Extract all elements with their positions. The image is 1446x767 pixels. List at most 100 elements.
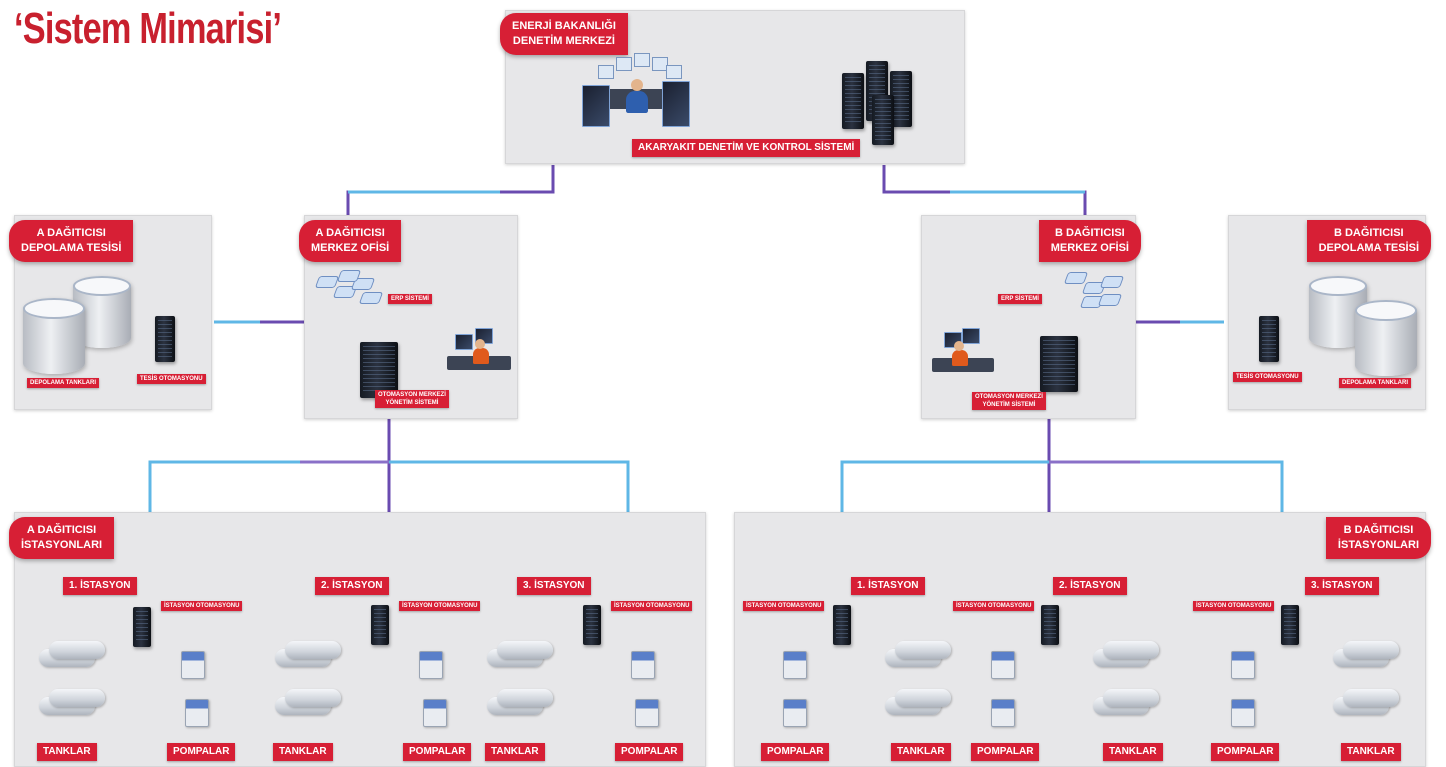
a-storage-tab-line-2: DEPOLAMA TESİSİ xyxy=(21,242,122,254)
b-stations-tab-line-2: İSTASYONLARI xyxy=(1337,539,1419,551)
station-automation-server-icon xyxy=(371,605,389,645)
fuel-control-system-label: AKARYAKIT DENETİM VE KONTROL SİSTEMİ xyxy=(632,139,861,157)
a-station-1-pumps-label: POMPALAR xyxy=(167,743,236,761)
b-stations-panel: B DAĞITICISI İSTASYONLARI 1. İSTASYON İS… xyxy=(734,512,1431,767)
pump-icon xyxy=(1231,699,1255,727)
operator-head-icon xyxy=(475,339,485,349)
b-station-1-pumps-label: POMPALAR xyxy=(761,743,830,761)
a-station-3-pumps-label: POMPALAR xyxy=(615,743,684,761)
b-stations-tab: B DAĞITICISI İSTASYONLARI xyxy=(1325,517,1431,559)
a-station-2-label: 2. İSTASYON xyxy=(315,577,389,595)
tank-icon xyxy=(285,689,341,707)
b-storage-tab-line-1: B DAĞITICISI xyxy=(1333,227,1404,239)
b-management-server-icon xyxy=(1040,336,1078,392)
a-facility-automation-label: TESİS OTOMASYONU xyxy=(137,374,206,384)
a-management-label: OTOMASYON MERKEZİ YÖNETİM SİSTEMİ xyxy=(375,390,449,408)
b-station-2-tanks-label: TANKLAR xyxy=(1103,743,1163,761)
ministry-tab-line-2: DENETİM MERKEZİ xyxy=(512,35,615,47)
b-erp-label: ERP SİSTEMİ xyxy=(998,294,1042,304)
a-station-1-tanks-label: TANKLAR xyxy=(37,743,97,761)
erp-device-icon xyxy=(1099,276,1125,288)
tank-icon xyxy=(285,641,341,659)
tank-icon xyxy=(1343,689,1399,707)
b-station-1-label: 1. İSTASYON xyxy=(851,577,925,595)
screen-icon xyxy=(652,57,668,71)
a-stations-tab: A DAĞITICISI İSTASYONLARI xyxy=(9,517,115,559)
b-station-1-tanks-label: TANKLAR xyxy=(891,743,951,761)
tank-icon xyxy=(895,641,951,659)
monitor-icon xyxy=(962,328,980,344)
a-station-3-automation-label: İSTASYON OTOMASYONU xyxy=(611,601,693,611)
erp-device-icon xyxy=(1097,294,1123,306)
a-stations-tab-line-2: İSTASYONLARI xyxy=(21,539,103,551)
station-automation-server-icon xyxy=(1281,605,1299,645)
b-storage-tab: B DAĞITICISI DEPOLAMA TESİSİ xyxy=(1306,220,1431,262)
b-station-3-tanks-label: TANKLAR xyxy=(1341,743,1401,761)
tank-icon xyxy=(49,689,105,707)
a-station-2-tanks-label: TANKLAR xyxy=(273,743,333,761)
tank-icon xyxy=(1343,641,1399,659)
server-icon xyxy=(890,71,912,127)
pump-icon xyxy=(419,651,443,679)
operator-icon xyxy=(473,348,489,364)
tank-icon xyxy=(895,689,951,707)
a-stations-panel: A DAĞITICISI İSTASYONLARI 1. İSTASYON İS… xyxy=(9,512,706,767)
pump-icon xyxy=(631,651,655,679)
storage-tank-icon xyxy=(1355,300,1417,376)
storage-tank-icon xyxy=(23,298,85,374)
pump-icon xyxy=(783,699,807,727)
server-icon xyxy=(842,73,864,129)
b-management-label-line-1: OTOMASYON MERKEZİ xyxy=(975,394,1043,400)
ministry-tab: ENERJİ BAKANLIĞI DENETİM MERKEZİ xyxy=(500,13,628,55)
pump-icon xyxy=(783,651,807,679)
tank-icon xyxy=(497,641,553,659)
screen-icon xyxy=(616,57,632,71)
tank-icon xyxy=(49,641,105,659)
b-storage-tab-line-2: DEPOLAMA TESİSİ xyxy=(1318,242,1419,254)
a-stations-tab-line-1: A DAĞITICISI xyxy=(26,524,97,536)
tank-icon xyxy=(497,689,553,707)
a-storage-tanks-label: DEPOLAMA TANKLARI xyxy=(27,378,99,388)
station-automation-server-icon xyxy=(133,607,151,647)
monitor-icon xyxy=(582,85,610,127)
b-office-panel: B DAĞITICISI MERKEZ OFİSİ ERP SİSTEMİ OT… xyxy=(921,215,1141,419)
b-management-label-line-2: YÖNETİM SİSTEMİ xyxy=(982,402,1036,408)
b-station-3-label: 3. İSTASYON xyxy=(1305,577,1379,595)
facility-automation-server-icon xyxy=(155,316,175,362)
b-stations-tab-line-1: B DAĞITICISI xyxy=(1343,524,1414,536)
pump-icon xyxy=(181,651,205,679)
b-facility-automation-label: TESİS OTOMASYONU xyxy=(1233,372,1302,382)
station-automation-server-icon xyxy=(1041,605,1059,645)
screen-icon xyxy=(598,65,614,79)
a-management-server-icon xyxy=(360,342,398,398)
station-automation-server-icon xyxy=(833,605,851,645)
screen-icon xyxy=(666,65,682,79)
a-erp-label: ERP SİSTEMİ xyxy=(388,294,432,304)
a-station-2-pumps-label: POMPALAR xyxy=(403,743,472,761)
link-center-to-b-office xyxy=(882,165,1087,215)
b-office-tab-line-2: MERKEZ OFİSİ xyxy=(1050,242,1129,254)
operator-icon xyxy=(626,91,648,113)
pump-icon xyxy=(423,699,447,727)
operator-icon xyxy=(952,350,968,366)
pump-icon xyxy=(185,699,209,727)
b-station-3-automation-label: İSTASYON OTOMASYONU xyxy=(1193,601,1275,611)
page-title: ‘Sistem Mimarisi’ xyxy=(14,4,282,53)
monitor-icon xyxy=(455,334,473,350)
ministry-tab-line-1: ENERJİ BAKANLIĞI xyxy=(512,20,616,32)
a-station-1-label: 1. İSTASYON xyxy=(63,577,137,595)
pump-icon xyxy=(991,699,1015,727)
a-storage-tab: A DAĞITICISI DEPOLAMA TESİSİ xyxy=(9,220,134,262)
b-station-2-automation-label: İSTASYON OTOMASYONU xyxy=(953,601,1035,611)
b-storage-panel: B DAĞITICISI DEPOLAMA TESİSİ TESİS OTOMA… xyxy=(1228,215,1431,410)
a-office-tab-line-2: MERKEZ OFİSİ xyxy=(311,242,390,254)
ministry-panel: ENERJİ BAKANLIĞI DENETİM MERKEZİ AKARYAK… xyxy=(500,10,965,164)
b-office-tab-line-1: B DAĞITICISI xyxy=(1055,227,1125,239)
b-station-2-label: 2. İSTASYON xyxy=(1053,577,1127,595)
monitor-icon xyxy=(662,81,690,127)
a-office-tab-line-1: A DAĞITICISI xyxy=(315,227,385,239)
a-office-panel: A DAĞITICISI MERKEZ OFİSİ ERP SİSTEMİ OT… xyxy=(299,215,518,419)
link-center-to-a-office xyxy=(346,165,555,215)
a-station-1-automation-label: İSTASYON OTOMASYONU xyxy=(161,601,243,611)
pump-icon xyxy=(635,699,659,727)
